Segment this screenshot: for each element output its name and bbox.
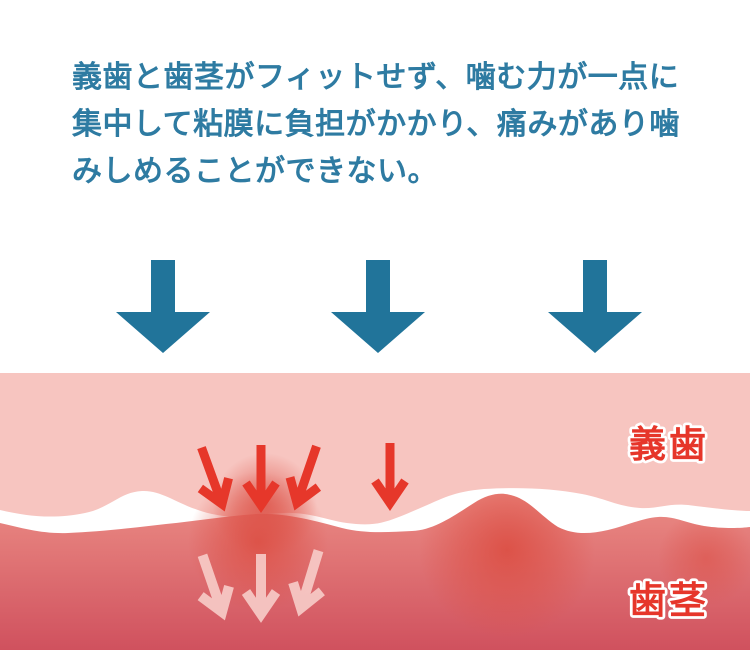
headline-line-2: 集中して粘膜に負担がかかり、痛みがあり噛 [72, 108, 680, 141]
bite-force-arrow-left [116, 260, 210, 353]
headline-line-1: 義歯と歯茎がフィットせず、噛む力が一点に [72, 61, 680, 94]
denture-label: 義歯 [629, 424, 709, 465]
bite-force-arrows [116, 260, 642, 353]
denture-layer [0, 373, 750, 525]
gum-label: 歯茎 [629, 580, 709, 621]
bite-force-arrow-right [548, 260, 642, 353]
pressure-spot-right [658, 510, 750, 606]
bite-force-arrow-center [331, 260, 425, 353]
headline-line-3: みしめることができない。 [72, 155, 438, 188]
headline-text: 義歯と歯茎がフィットせず、噛む力が一点に 集中して粘膜に負担がかかり、痛みがあり… [72, 54, 692, 195]
